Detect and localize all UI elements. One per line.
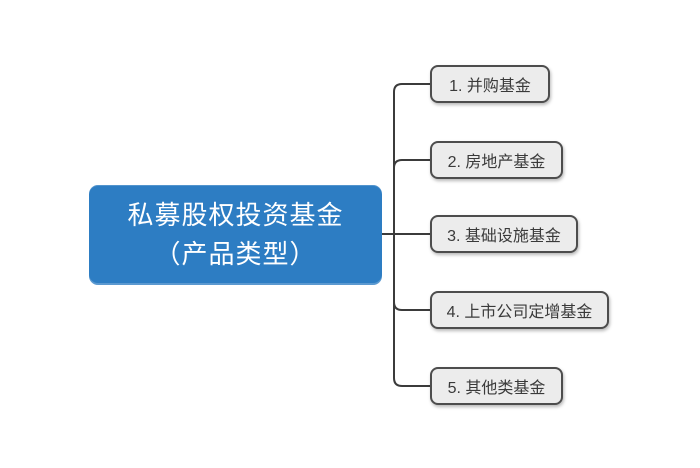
child-node-label: 5. 其他类基金 xyxy=(447,380,546,397)
child-node-label: 2. 房地产基金 xyxy=(447,154,546,171)
root-node[interactable]: 私募股权投资基金 （产品类型） xyxy=(89,185,382,285)
child-node-4[interactable]: 4. 上市公司定增基金 xyxy=(430,291,609,329)
root-title-line2: （产品类型） xyxy=(154,239,317,269)
child-node-3[interactable]: 3. 基础设施基金 xyxy=(430,215,578,253)
child-node-1[interactable]: 1. 并购基金 xyxy=(430,65,550,103)
child-node-label: 4. 上市公司定增基金 xyxy=(446,304,593,321)
child-node-label: 1. 并购基金 xyxy=(449,78,531,95)
child-node-label: 3. 基础设施基金 xyxy=(447,228,561,245)
child-node-2[interactable]: 2. 房地产基金 xyxy=(430,141,563,179)
connector-branch-5 xyxy=(393,234,430,387)
root-title-line1: 私募股权投资基金 xyxy=(127,200,344,230)
connector-branch-2 xyxy=(393,159,430,234)
connector-branch-1 xyxy=(393,83,430,234)
connector-branch-4 xyxy=(393,234,430,311)
child-node-5[interactable]: 5. 其他类基金 xyxy=(430,367,563,405)
